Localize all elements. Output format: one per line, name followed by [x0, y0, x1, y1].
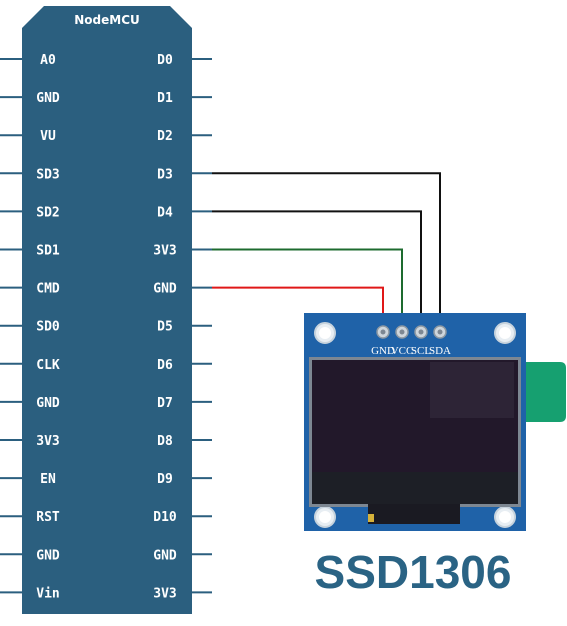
display-bottom: [312, 472, 518, 504]
board-title: NodeMCU: [74, 13, 140, 27]
module-pin-label: SCL: [411, 345, 431, 357]
right-pin-label: D8: [157, 434, 173, 449]
module-pin-label: GND: [371, 345, 395, 357]
left-pin-label: EN: [40, 472, 56, 487]
left-pin-label: CMD: [36, 282, 60, 297]
board-body: [22, 6, 192, 614]
right-pin-label: D7: [157, 396, 173, 411]
mounting-holes: [314, 322, 516, 528]
flex-connector: [368, 504, 460, 524]
wires: [212, 172, 441, 332]
right-pin-label: D0: [157, 53, 173, 68]
module-pins: [376, 325, 447, 339]
left-pin-label: SD2: [36, 205, 59, 220]
left-pin-label: Vin: [36, 586, 59, 601]
left-pin-label: GND: [36, 396, 60, 411]
right-pin-label: D10: [153, 510, 177, 525]
right-pin-label: D3: [157, 167, 173, 182]
screen-reflection: [430, 362, 514, 418]
left-pin-label: SD3: [36, 167, 59, 182]
wire: [212, 248, 403, 332]
left-pin-label: RST: [36, 510, 60, 525]
right-pin-label: D5: [157, 320, 173, 335]
right-pin-label: 3V3: [153, 586, 176, 601]
module-name: SSD1306: [315, 546, 512, 598]
module-pin-label: SDA: [429, 345, 451, 357]
left-pin-label: SD0: [36, 320, 60, 335]
nodemcu-board: NodeMCU A0GNDVUSD3SD2SD1CMDSD0CLKGND3V3E…: [0, 6, 212, 614]
module-pin-label: VCC: [391, 345, 414, 357]
left-pin-label: A0: [40, 53, 56, 68]
left-pin-label: SD1: [36, 244, 60, 259]
right-pin-label: 3V3: [153, 244, 176, 259]
right-pin-label: D9: [157, 472, 173, 487]
left-pin-label: GND: [36, 91, 60, 106]
flex-connector-gold: [368, 514, 374, 522]
pin-lines: [0, 58, 212, 594]
right-pin-label: GND: [153, 282, 177, 297]
right-pin-label: D1: [157, 91, 173, 106]
right-pin-label: D2: [157, 129, 173, 144]
wire: [212, 210, 422, 332]
module-pin-hole: [380, 329, 386, 335]
right-pin-label: D6: [157, 358, 173, 373]
module-pin-hole: [437, 329, 443, 335]
module-pin-hole: [418, 329, 424, 335]
left-pin-label: VU: [40, 129, 56, 144]
right-pin-label: D4: [157, 205, 173, 220]
left-pin-label: GND: [36, 548, 60, 563]
wire: [212, 172, 441, 332]
right-pin-label: GND: [153, 548, 177, 563]
left-pin-label: CLK: [36, 358, 60, 373]
module-pin-hole: [399, 329, 405, 335]
left-pin-label: 3V3: [36, 434, 59, 449]
